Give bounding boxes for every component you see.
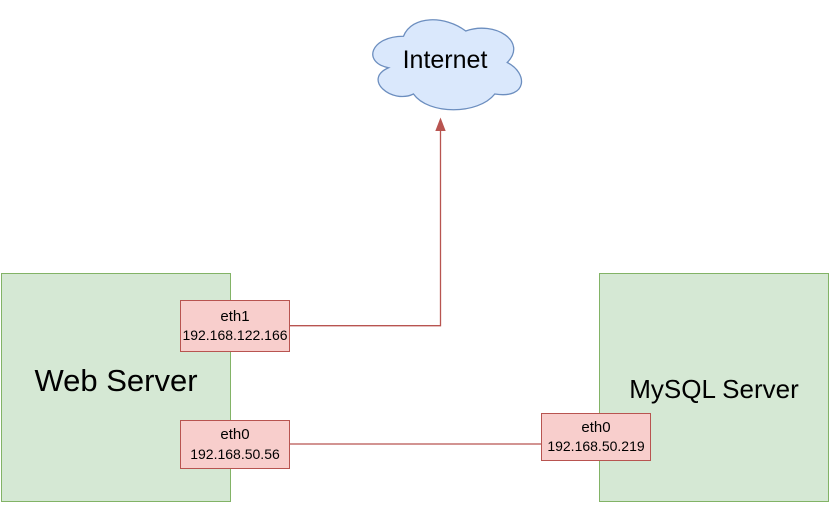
interface-box-web-eth0: eth0 192.168.50.56 [180, 420, 290, 469]
interface-box-mysql-eth0: eth0 192.168.50.219 [541, 413, 651, 461]
interface-name: eth0 [220, 426, 250, 444]
interface-name: eth0 [581, 418, 611, 436]
interface-ip: 192.168.50.219 [547, 438, 645, 455]
web-server-label: Web Server [34, 363, 198, 398]
interface-ip: 192.168.50.56 [190, 445, 280, 462]
arrowhead-up-icon [435, 117, 446, 131]
interface-box-web-eth1: eth1 192.168.122.166 [180, 300, 290, 352]
mysql-server-node: MySQL Server [599, 273, 829, 502]
connector-eth1-to-internet [290, 130, 442, 327]
internet-cloud-node: Internet [361, 9, 529, 116]
interface-name: eth1 [220, 307, 250, 325]
internet-label: Internet [402, 46, 488, 74]
mysql-server-label: MySQL Server [629, 373, 799, 404]
cloud-icon [372, 19, 523, 111]
interface-ip: 192.168.122.166 [182, 327, 288, 344]
